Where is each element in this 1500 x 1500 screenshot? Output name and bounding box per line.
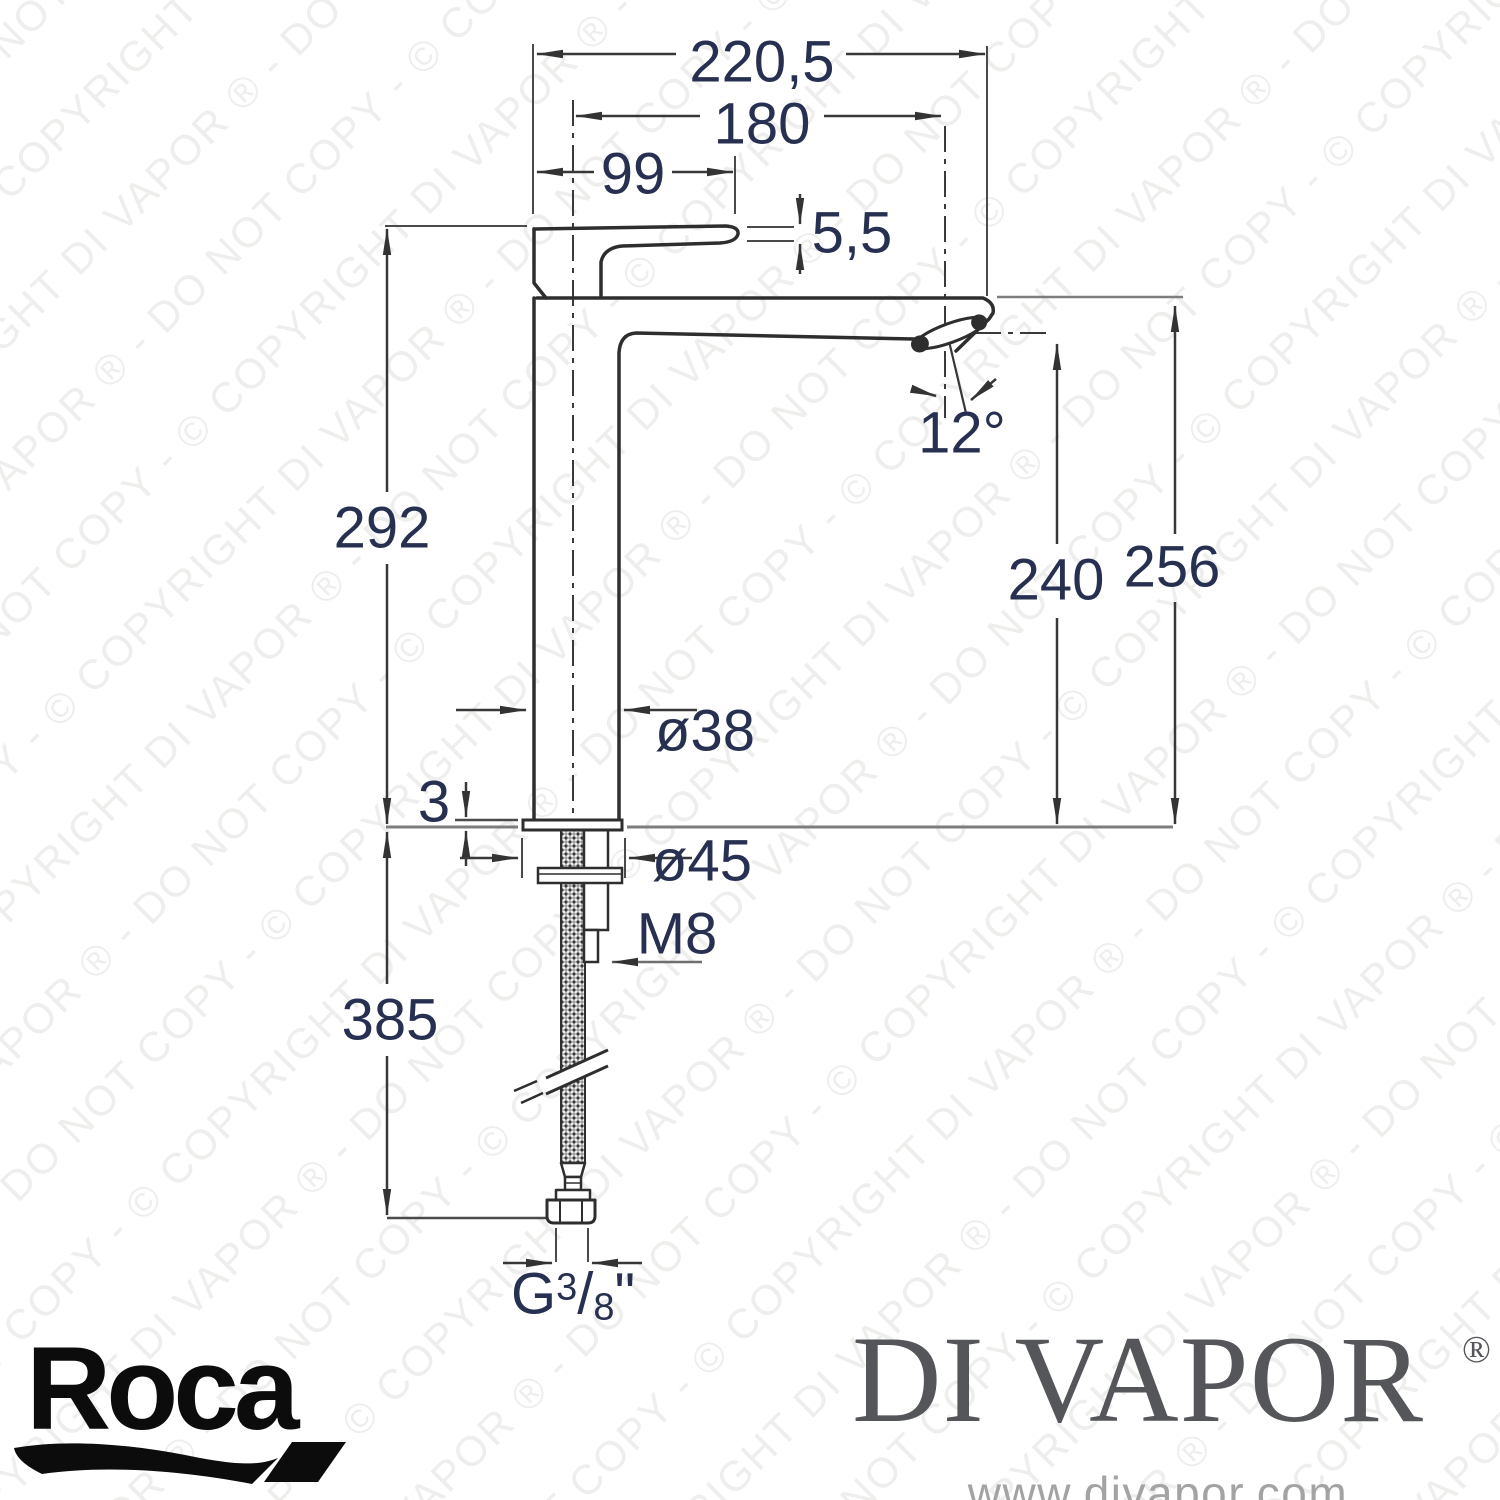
faucet-outline — [532, 224, 996, 822]
dim-label-spout-height: 256 — [1123, 534, 1221, 600]
inlet-thread-numerator: 3 — [556, 1266, 578, 1309]
centerlines — [572, 100, 1050, 888]
dim-label-base-diameter: ø45 — [652, 828, 752, 894]
dim-label-hose-length: 385 — [341, 987, 439, 1053]
base-flange — [521, 818, 624, 832]
extension-lines — [385, 44, 988, 1262]
dimension-lines — [382, 49, 1180, 1268]
dim-label-spout-angle: 12° — [918, 400, 1006, 466]
mounting-washer — [536, 866, 624, 885]
inlet-thread-prefix: G — [510, 1261, 557, 1327]
dim-label-handle-length: 99 — [600, 141, 666, 207]
divapor-url: www.divapor.com — [967, 1467, 1349, 1500]
gray-reference-lines — [386, 295, 1183, 829]
dim-label-overall-projection: 220,5 — [689, 29, 835, 95]
dim-label-stud-thread: M8 — [636, 901, 718, 967]
dim-label-deck-plate-thickness: 3 — [417, 769, 451, 835]
aerator — [910, 314, 988, 353]
dim-label-inlet-thread: G3/8" — [511, 1261, 635, 1330]
dim-label-aerator-height: 240 — [1007, 547, 1105, 613]
hose-break-symbol — [513, 1048, 609, 1105]
inlet-thread-slash: / — [577, 1261, 594, 1327]
dim-label-handle-tip-thickness: 5,5 — [811, 200, 893, 266]
roca-logo: Roca — [26, 1323, 300, 1455]
dim-label-spout-projection: 180 — [713, 91, 811, 157]
dim-label-body-diameter: ø38 — [655, 698, 755, 764]
divapor-logo: DI VAPOR — [852, 1311, 1424, 1448]
roca-logo-swoosh — [14, 1442, 346, 1484]
inlet-thread-unit: " — [614, 1261, 636, 1327]
dim-label-total-height: 292 — [333, 495, 431, 561]
spout-angle-leg — [946, 336, 968, 414]
registered-trademark-symbol: ® — [1462, 1329, 1491, 1371]
inlet-thread-denominator: 8 — [593, 1286, 615, 1329]
m8-stud — [582, 928, 600, 964]
hose-end-connector — [545, 1161, 597, 1225]
